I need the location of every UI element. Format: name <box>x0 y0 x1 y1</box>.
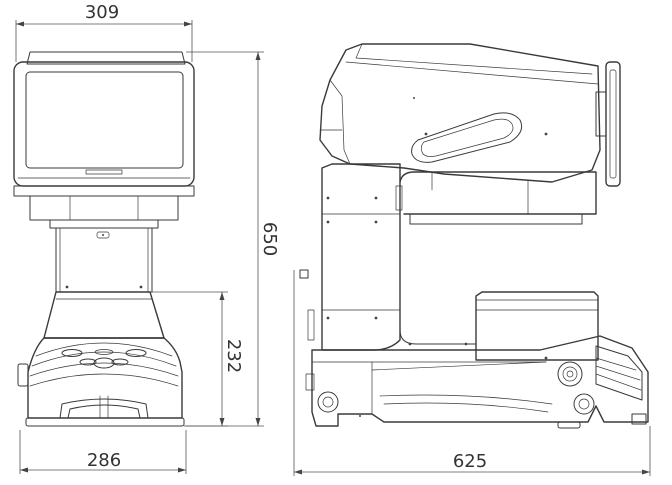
dim-label-625: 625 <box>453 451 487 472</box>
dimension-width-286: 286 <box>19 430 187 474</box>
dim-label-309: 309 <box>85 2 119 23</box>
dimension-width-309: 309 <box>15 2 193 62</box>
dimension-height-650: 650 <box>184 51 280 427</box>
front-view <box>13 51 195 427</box>
dimension-depth-625: 625 <box>293 270 651 476</box>
dim-label-286: 286 <box>87 450 121 471</box>
dim-label-232: 232 <box>223 339 244 373</box>
side-view <box>299 43 649 429</box>
dimension-height-232: 232 <box>152 291 244 427</box>
dim-label-650: 650 <box>259 222 280 256</box>
